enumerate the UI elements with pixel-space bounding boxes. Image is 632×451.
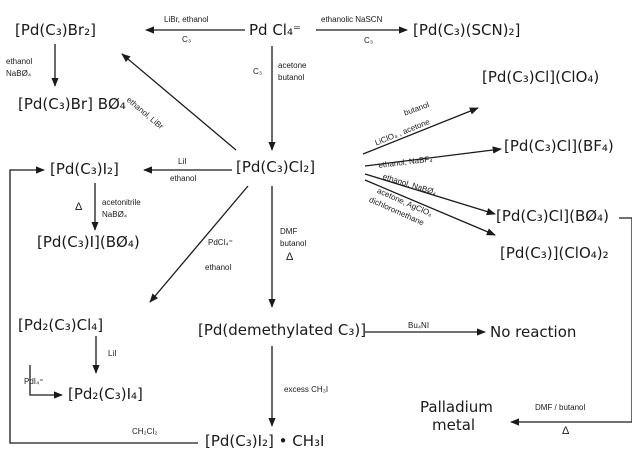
cond-c3-center: C₃ [253, 67, 263, 76]
cond-acetone: acetone [278, 61, 307, 70]
arrow-pdi2ch3i-to-pdi2 [9, 166, 198, 444]
cond-ch2cl2: CH₂Cl₂ [132, 427, 158, 436]
cond-ethanol-pdcl4: ethanol [205, 263, 232, 272]
arrow-pdc3cl2-to-pd2cl4 [149, 185, 249, 303]
cond-pdcl4-small: PdCl₄⁼ [208, 238, 233, 247]
arrow-pdc3cl2-to-pdbr [121, 53, 237, 151]
compound-pd-clo42: [Pd(C₃)](ClO₄)₂ [500, 244, 609, 262]
compound-pd2i4: [Pd₂(C₃)I₄] [68, 385, 143, 403]
cond-delta-right: Δ [562, 425, 570, 437]
cond-ethanolic-nascn: ethanolic NaSCN [321, 15, 383, 24]
compound-pd2cl4: [Pd₂(C₃)Cl₄] [18, 316, 104, 334]
compound-pd-metal-line1: Palladium [420, 398, 493, 416]
compound-pdbr-c3: [Pd(C₃)Br₂] [15, 21, 96, 39]
compound-pdcl-bph4: [Pd(C₃)Cl](BØ₄) [496, 207, 609, 225]
compound-pdi2: [Pd(C₃)I₂] [50, 160, 119, 178]
cond-acetonitrile: acetonitrile [102, 198, 141, 207]
arrow-pdclbph4-to-pdmetal [510, 217, 632, 426]
cond-butanol-dmf: butanol [280, 239, 307, 248]
cond-ethanol-mid: ethanol [170, 174, 197, 183]
cond-delta-dmf: Δ [286, 251, 294, 263]
compound-pdbr-bph4: [Pd(C₃)Br] BØ₄ [18, 95, 126, 113]
cond-nabph4-left: NaBØ₄ [6, 69, 32, 78]
cond-delta-left: Δ [75, 201, 83, 213]
compound-pdcl-clo4: [Pd(C₃)Cl](ClO₄) [482, 68, 600, 86]
arrow-to-pdcl-bf4 [364, 146, 502, 167]
compound-demethylated: [Pd(demethylated C₃)] [198, 321, 367, 339]
cond-lii: LiI [178, 157, 187, 166]
cond-dmf: DMF [280, 227, 298, 236]
compound-pdscn: [Pd(C₃)(SCN)₂] [413, 21, 521, 39]
arrow-pdi4-to-pd2i4 [29, 365, 63, 399]
cond-c3-top-right: C₃ [364, 36, 374, 45]
cond-nabph4-lower-left: NaBØ₄ [102, 210, 128, 219]
cond-bu4ni: Bu₄NI [408, 321, 430, 330]
compound-pd-metal-line2: metal [432, 416, 476, 434]
arrow-to-pdcl-clo4 [362, 107, 479, 155]
cond-lii-lower: LiI [108, 349, 117, 358]
cond-libr-ethanol: LiBr, ethanol [164, 15, 209, 24]
arrow-to-pd-clo42 [364, 179, 496, 236]
cond-excess-ch3i: excess CH₃I [284, 385, 329, 394]
cond-dmf-butanol: DMF / butanol [535, 403, 586, 412]
compound-pdcl-bf4: [Pd(C₃)Cl](BF₄) [504, 137, 614, 155]
cond-butanol: butanol [278, 73, 305, 82]
compound-pdcl4: Pd Cl₄⁼ [249, 21, 301, 39]
cond-c3-top-left: C₃ [182, 35, 192, 44]
compound-noreaction: No reaction [490, 323, 577, 341]
compound-pdi2-ch3i: [Pd(C₃)I₂] • CH₃I [205, 432, 325, 450]
cond-ethanol-left: ethanol [6, 57, 33, 66]
arrow-to-pdcl-bph4 [364, 173, 496, 216]
compound-pdc3cl2: [Pd(C₃)Cl₂] [236, 158, 316, 176]
compound-pdi-bph4: [Pd(C₃)I](BØ₄) [37, 233, 140, 251]
cond-pdi4: PdI₄⁼ [24, 377, 44, 386]
